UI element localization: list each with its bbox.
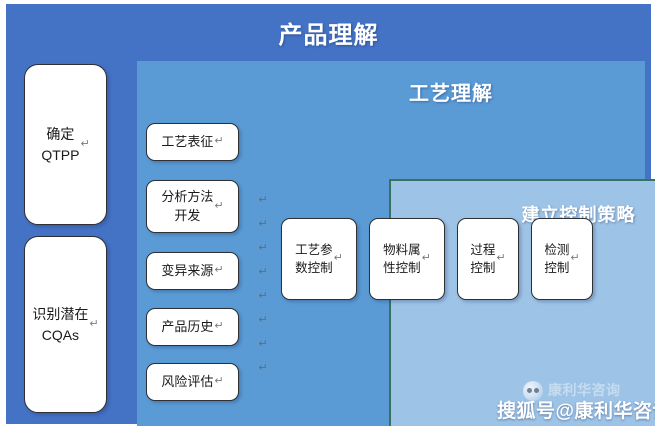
paragraph-mark-icon: ↵ — [89, 317, 99, 330]
node-label: 检测 控制 — [544, 242, 570, 275]
node-product-history[interactable]: 产品历史↵ — [146, 308, 239, 346]
watermark-handle: 搜狐号@康利华咨询 — [497, 401, 655, 422]
node-label: 物料属 性控制 — [383, 242, 421, 275]
paragraph-mark-icon: ↵ — [258, 218, 268, 230]
panda-avatar-icon — [523, 381, 543, 401]
node-identify-potential-cqas[interactable]: 识别潜在 CQAs↵ — [24, 236, 107, 413]
paragraph-mark-icon: ↵ — [258, 242, 268, 254]
node-label: 变异来源 — [161, 262, 214, 278]
node-determine-qtpp[interactable]: 确定 QTPP↵ — [24, 64, 107, 225]
paragraph-mark-icon: ↵ — [214, 320, 224, 333]
node-label: 过程 控制 — [470, 242, 496, 275]
paragraph-mark-icon: ↵ — [333, 252, 343, 265]
node-in-process-control[interactable]: 过程 控制↵ — [457, 218, 519, 300]
paragraph-mark-icon: ↵ — [214, 375, 224, 388]
node-material-attribute-control[interactable]: 物料属 性控制↵ — [369, 218, 445, 300]
node-sources-of-variation[interactable]: 变异来源↵ — [146, 252, 239, 290]
watermark-faded-text: 康利华咨询 — [548, 382, 621, 398]
paragraph-mark-icon: ↵ — [258, 266, 268, 278]
middle-panel-title: 工艺理解 — [409, 83, 493, 105]
node-analytical-method-development[interactable]: 分析方法 开发↵ — [146, 180, 239, 233]
paragraph-mark-icon: ↵ — [258, 362, 268, 374]
paragraph-mark-icon: ↵ — [421, 252, 431, 265]
paragraph-mark-icon: ↵ — [80, 137, 90, 150]
node-label: 风险评估 — [161, 373, 214, 389]
paragraph-mark-gutter: ↵ ↵ ↵ ↵ ↵ ↵ ↵ ↵ — [256, 195, 270, 374]
node-label: 分析方法 开发 — [161, 188, 214, 223]
paragraph-mark-icon: ↵ — [214, 199, 224, 212]
paragraph-mark-icon: ↵ — [258, 338, 268, 350]
node-testing-control[interactable]: 检测 控制↵ — [531, 218, 593, 300]
outer-panel-title: 产品理解 — [278, 22, 379, 49]
node-process-parameter-control[interactable]: 工艺参 数控制↵ — [281, 218, 357, 300]
paragraph-mark-icon: ↵ — [258, 314, 268, 326]
paragraph-mark-icon: ↵ — [258, 290, 268, 302]
node-label: 工艺参 数控制 — [295, 242, 333, 275]
node-label: 产品历史 — [161, 318, 214, 334]
paragraph-mark-icon: ↵ — [258, 194, 268, 206]
node-label: 确定 QTPP — [41, 126, 80, 163]
paragraph-mark-icon: ↵ — [496, 252, 506, 265]
paragraph-mark-icon: ↵ — [570, 252, 580, 265]
node-label: 识别潜在 CQAs — [32, 306, 89, 343]
node-process-characterization[interactable]: 工艺表征↵ — [146, 123, 239, 161]
node-risk-assessment[interactable]: 风险评估↵ — [146, 363, 239, 401]
paragraph-mark-icon: ↵ — [214, 264, 224, 277]
paragraph-mark-icon: ↵ — [214, 135, 224, 148]
node-label: 工艺表征 — [161, 133, 214, 149]
